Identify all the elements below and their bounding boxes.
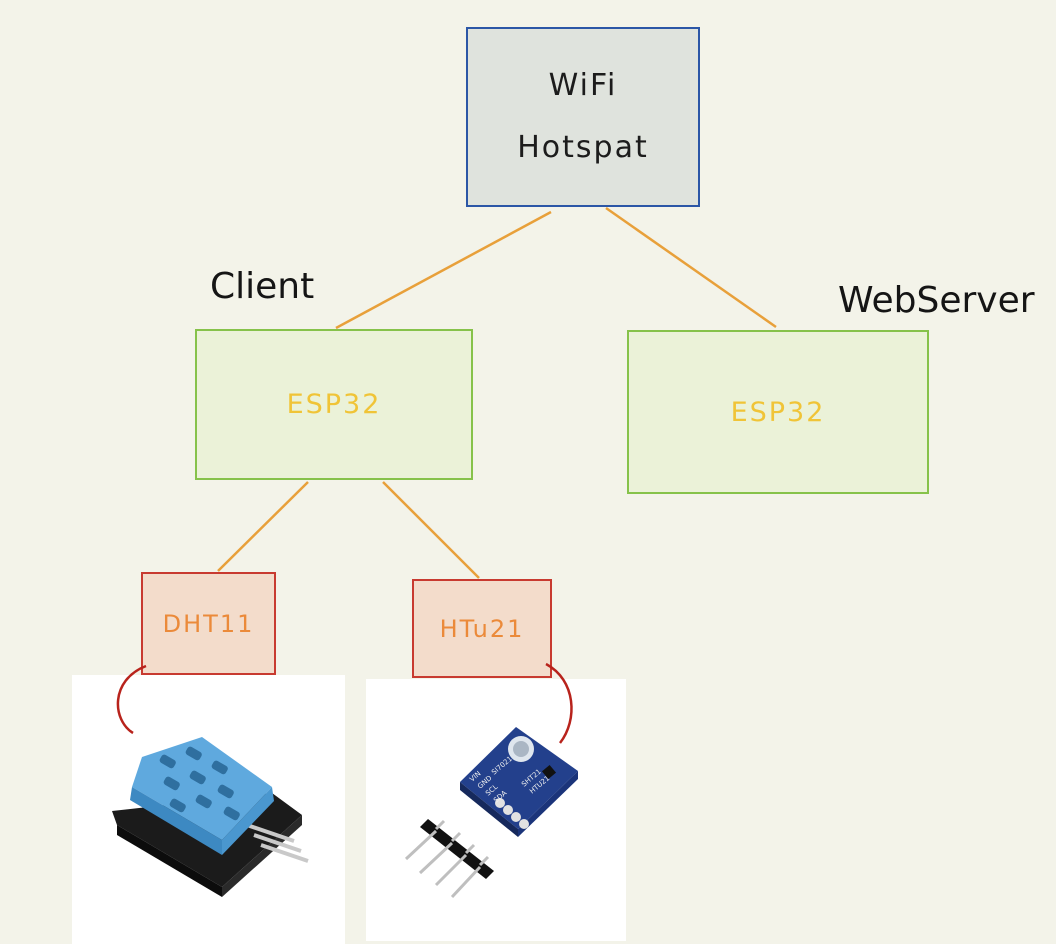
dht11-photo: [72, 675, 345, 944]
connector-client-dht11: [217, 481, 309, 572]
client-role-label: Client: [210, 266, 315, 307]
htu21-photo: VIN GND SCL SDA SI7021 SHT21 HTU21: [366, 679, 626, 941]
dht11-sensor-photo-icon: [112, 737, 309, 897]
htu21-sensor-box: HTu21: [412, 579, 552, 678]
webserver-role-label: WebServer: [838, 280, 1035, 321]
connector-client-htu21: [382, 481, 480, 579]
dht11-label: DHT11: [162, 609, 255, 638]
htu21-label: HTu21: [439, 614, 525, 643]
connector-hotspot-server: [605, 206, 777, 329]
wifi-hotspot-box: WiFi Hotspat: [466, 27, 700, 207]
htu21-sensor-photo-icon: VIN GND SCL SDA SI7021 SHT21 HTU21: [404, 727, 578, 899]
esp32-client-box: ESP32: [195, 329, 473, 480]
esp32-client-label: ESP32: [286, 389, 382, 420]
wifi-hotspot-label: WiFi Hotspat: [517, 68, 649, 165]
dht11-sensor-box: DHT11: [141, 572, 276, 675]
connector-hotspot-client: [335, 210, 552, 330]
esp32-server-box: ESP32: [627, 330, 929, 494]
esp32-server-label: ESP32: [730, 396, 826, 428]
